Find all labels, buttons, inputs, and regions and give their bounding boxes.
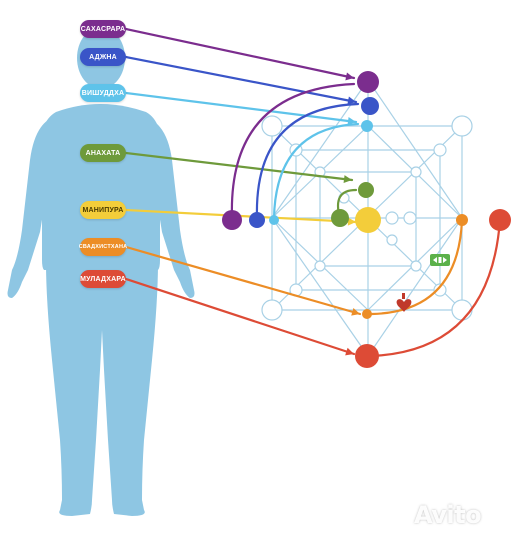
- chakra-node: [269, 215, 279, 225]
- connector-arrow: [124, 55, 358, 104]
- arrowhead: [347, 96, 356, 105]
- chakra-node: [362, 309, 372, 319]
- connector-arrow: [368, 218, 502, 358]
- label-sahasrara: САХАСРАРА: [80, 20, 126, 38]
- label-vishuddha: ВИШУДДХА: [80, 84, 126, 102]
- chakra-node: [355, 344, 379, 368]
- grid-circle: [433, 143, 447, 157]
- connector-arrow: [230, 82, 356, 220]
- grid-circle: [451, 299, 473, 321]
- grid-circle: [433, 283, 447, 297]
- label-ajna: АДЖНА: [80, 48, 126, 66]
- chakra-node: [331, 209, 349, 227]
- grid-circle: [261, 115, 283, 137]
- human-silhouette: [7, 27, 195, 516]
- arrowhead: [347, 217, 356, 226]
- chakra-node: [355, 207, 381, 233]
- connector-arrow: [124, 91, 358, 124]
- grid-line: [367, 217, 463, 357]
- chakra-node: [357, 71, 379, 93]
- heart-icon: [396, 293, 412, 312]
- arrowhead: [345, 347, 354, 356]
- chakra-node: [361, 97, 379, 115]
- grid-circle: [386, 234, 398, 246]
- grid-circle: [410, 166, 422, 178]
- grid-circle: [403, 211, 417, 225]
- chakra-node: [358, 182, 374, 198]
- watermark-text: Avito: [414, 501, 482, 529]
- grid-line: [271, 217, 369, 357]
- chakra-node: [361, 120, 373, 132]
- connector-arrow: [255, 102, 360, 220]
- chakra-node: [222, 210, 242, 230]
- connector-arrow: [272, 122, 360, 220]
- connector-arrow: [124, 245, 362, 316]
- arrowhead: [345, 72, 354, 81]
- arrows-badge-icon: [430, 254, 450, 266]
- grid-line: [367, 79, 463, 219]
- chakra-node: [249, 212, 265, 228]
- connector-arrow: [124, 27, 356, 80]
- arrowhead: [347, 116, 356, 125]
- label-muladhara: МУЛАДХАРА: [80, 270, 126, 288]
- label-manipura: МАНИПУРА: [80, 201, 126, 219]
- chakra-node: [489, 209, 511, 231]
- label-anahata: АНАХАТА: [80, 144, 126, 162]
- grid-circle: [314, 260, 326, 272]
- arrowhead: [343, 175, 352, 184]
- connector-arrow: [124, 151, 354, 182]
- watermark: Avito: [414, 500, 514, 530]
- grid-circle: [385, 211, 399, 225]
- arrowhead: [351, 307, 360, 316]
- grid-circle: [410, 260, 422, 272]
- grid-circle: [261, 299, 283, 321]
- connector-arrow: [370, 218, 464, 316]
- chakra-nodes: [222, 71, 511, 368]
- label-svadhisthana: СВАДХИСТХАНА: [79, 238, 127, 256]
- connection-arrows: [124, 27, 502, 358]
- grid-circle: [451, 115, 473, 137]
- connector-arrow: [124, 277, 356, 356]
- chakra-node: [456, 214, 468, 226]
